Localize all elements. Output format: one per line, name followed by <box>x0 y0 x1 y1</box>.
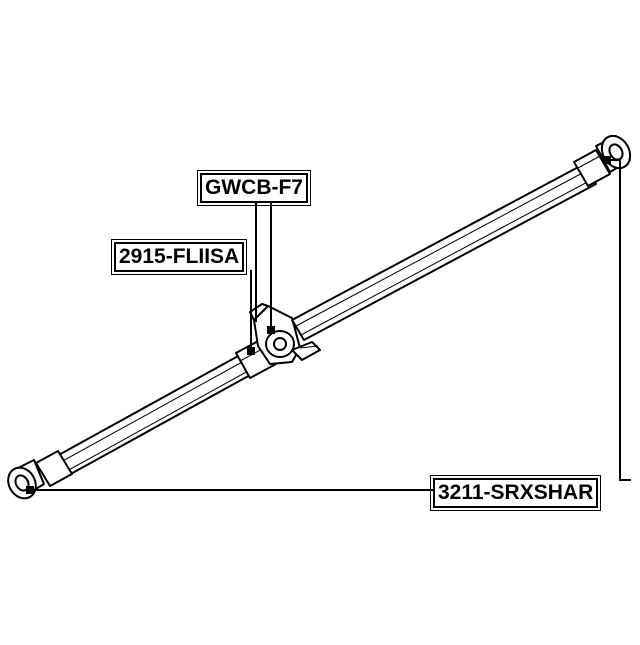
front-shaft-tube <box>291 163 597 341</box>
front-end-collar <box>573 149 611 187</box>
leader-marker-srxshar-front <box>603 156 611 164</box>
leader-marker-gwcb <box>267 326 275 334</box>
part-label-gwcb: GWCB-F7 <box>197 170 311 206</box>
leader-marker-fliisa <box>247 347 255 355</box>
leader-line-srxshar-front <box>608 159 631 481</box>
leader-marker-srxshar-rear <box>26 486 34 494</box>
part-label-fliisa: 2915-FLIISA <box>110 239 248 275</box>
part-label-srxshar: 3211-SRXSHAR <box>429 475 602 511</box>
